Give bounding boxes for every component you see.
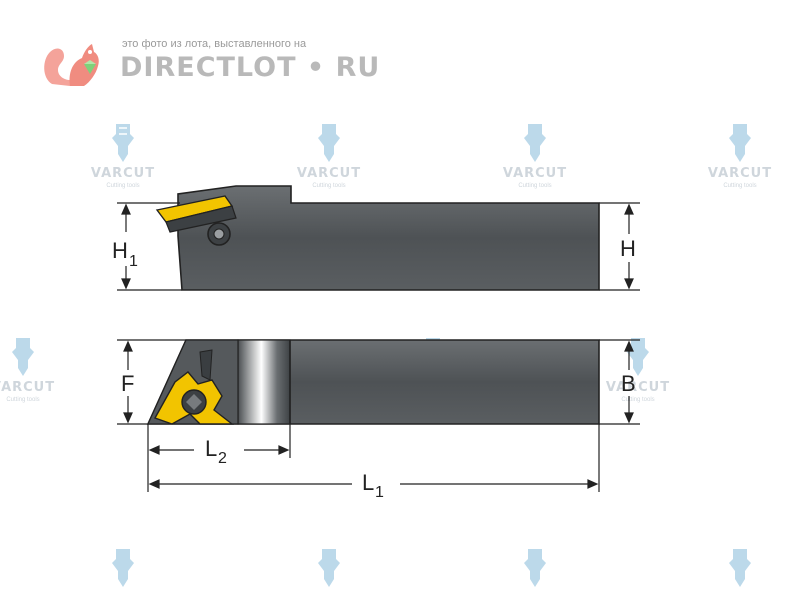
drill-bit-icon xyxy=(318,124,340,162)
watermark-brand-text: DIRECTLOT • RU xyxy=(120,52,381,83)
side-view-clamp xyxy=(165,205,237,233)
varcut-name: VARCUT xyxy=(296,166,362,181)
varcut-watermark: VARCUT Cutting tools xyxy=(490,120,580,200)
varcut-name: VARCUT xyxy=(90,166,156,181)
drill-bit-icon xyxy=(729,549,751,587)
directlot-watermark: это фото из лота, выставленного на DIREC… xyxy=(40,34,379,94)
varcut-watermark: VARCUT Cutting tools xyxy=(695,120,785,200)
varcut-watermark: VARCUT Cutting tools xyxy=(78,120,168,200)
drill-bit-icon xyxy=(524,124,546,162)
drill-bit-icon xyxy=(729,124,751,162)
varcut-watermark: VARCUT Cutting tools xyxy=(284,120,374,200)
varcut-name: VARCUT xyxy=(0,380,56,395)
side-view xyxy=(155,185,600,291)
side-view-body xyxy=(177,185,600,291)
dim-h1-label: H xyxy=(112,238,128,263)
varcut-tagline: Cutting tools xyxy=(312,183,346,189)
varcut-name: VARCUT xyxy=(605,380,671,395)
dim-f-label: F xyxy=(121,371,134,396)
drill-bit-icon xyxy=(318,549,340,587)
drill-bit-icon xyxy=(12,338,34,376)
drill-bit-icon xyxy=(627,338,649,376)
drill-bit-icon xyxy=(112,549,134,587)
varcut-watermark: VARCUT Cutting tools xyxy=(0,334,68,414)
varcut-tagline: Cutting tools xyxy=(6,397,40,403)
dimension-lines xyxy=(117,202,640,492)
dim-l2-label: L xyxy=(205,436,217,461)
dim-l2-subscript: 2 xyxy=(218,450,227,467)
drill-bit-icon xyxy=(524,549,546,587)
watermark-caption: это фото из лота, выставленного на xyxy=(122,38,307,50)
squirrel-icon xyxy=(44,44,99,86)
varcut-tagline: Cutting tools xyxy=(621,397,655,403)
dim-l1-subscript: 1 xyxy=(375,484,384,501)
dim-h-label: H xyxy=(620,236,636,261)
dim-b-label: B xyxy=(621,371,636,396)
varcut-watermark: VARCUT Cutting tools xyxy=(593,334,683,414)
varcut-tagline: Cutting tools xyxy=(518,183,552,189)
top-view xyxy=(146,339,600,425)
varcut-name: VARCUT xyxy=(707,166,773,181)
drill-bit-icon xyxy=(112,124,134,162)
top-view-clamp-face xyxy=(237,339,291,425)
varcut-name: VARCUT xyxy=(502,166,568,181)
varcut-tagline: Cutting tools xyxy=(723,183,757,189)
varcut-tagline: Cutting tools xyxy=(106,183,140,189)
dim-h1-subscript: 1 xyxy=(129,253,138,270)
dim-l1-label: L xyxy=(362,470,374,495)
